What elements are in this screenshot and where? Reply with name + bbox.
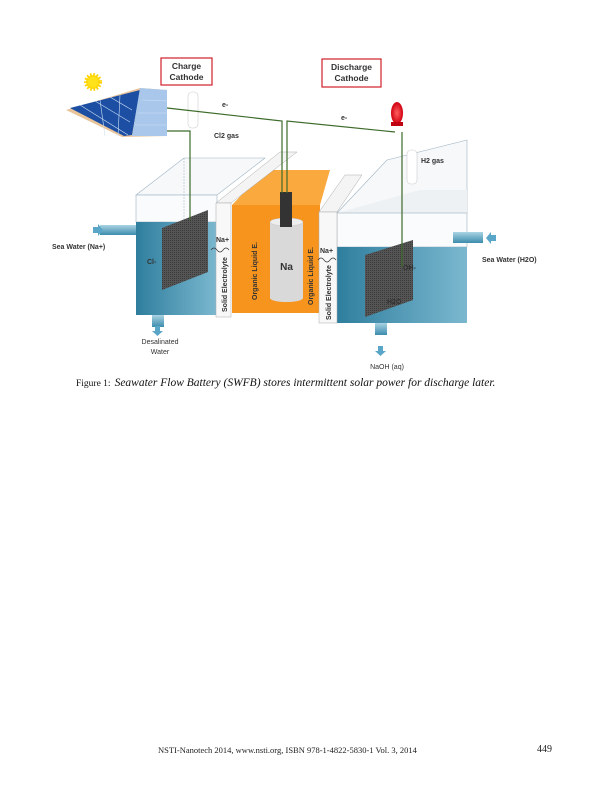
sea-water-in-right-label: Sea Water (H2O) <box>482 257 537 264</box>
organic-liquid-right-label: Organic Liquid E. <box>308 247 315 305</box>
solar-panel <box>66 73 168 137</box>
outlet-pipe-left <box>152 315 164 336</box>
h2-gas-label: H2 gas <box>421 158 444 165</box>
desalinated-water-label: Water <box>151 349 170 356</box>
charge-cathode-label: Charge Cathode <box>160 57 213 86</box>
charge-tank <box>135 91 266 315</box>
ion-flow-icon <box>210 247 230 253</box>
chloride-label: Cl- <box>147 259 157 266</box>
organic-liquid-left-label: Organic Liquid E. <box>252 242 259 300</box>
solid-electrolyte-left <box>215 202 232 318</box>
ion-flow-icon <box>317 257 337 263</box>
arrow-left-icon <box>486 232 496 244</box>
led-icon <box>391 102 403 126</box>
page-number: 449 <box>537 744 552 755</box>
naoh-label: NaOH (aq) <box>370 364 404 371</box>
na-ion-right-label: Na+ <box>320 248 333 255</box>
electron-label: e- <box>222 102 229 109</box>
circuit-wires <box>166 107 403 267</box>
svg-text:Charge: Charge <box>172 61 202 71</box>
discharge-electrode <box>365 240 413 317</box>
page-footer: NSTI-Nanotech 2014, www.nsti.org, ISBN 9… <box>158 745 417 755</box>
desalinated-water-label: Desalinated <box>142 339 179 346</box>
svg-text:Cathode: Cathode <box>170 72 204 82</box>
arrow-right-icon <box>93 224 103 236</box>
na-ion-left-label: Na+ <box>216 237 229 244</box>
svg-text:Discharge: Discharge <box>331 62 372 72</box>
seawater-flow-battery-diagram: Charge Cathode Discharge Cathode <box>52 57 537 371</box>
svg-text:Cathode: Cathode <box>335 73 369 83</box>
outlet-pipe-right <box>375 323 387 356</box>
anode-compartment <box>215 151 363 324</box>
h2-gas-vent <box>406 149 418 185</box>
figure-caption: Figure 1:Seawater Flow Battery (SWFB) st… <box>76 377 495 389</box>
solid-electrolyte-left-label: Solid Electrolyte <box>222 257 229 312</box>
sun-icon <box>84 73 102 91</box>
sea-water-in-left-label: Sea Water (Na+) <box>52 244 105 251</box>
caption-text: Seawater Flow Battery (SWFB) stores inte… <box>114 377 496 389</box>
arrow-down-icon <box>152 326 163 336</box>
arrow-down-icon <box>375 346 386 356</box>
cl2-gas-label: Cl2 gas <box>214 133 239 140</box>
inlet-pipe-left <box>93 224 136 236</box>
hydroxide-label: OH- <box>403 265 417 272</box>
electron-label: e- <box>341 115 348 122</box>
inlet-pipe-right <box>453 232 496 244</box>
solid-electrolyte-right <box>318 211 338 324</box>
anode-rod <box>280 192 292 227</box>
solid-electrolyte-right-label: Solid Electrolyte <box>326 265 333 320</box>
discharge-cathode-label: Discharge Cathode <box>321 58 382 88</box>
sodium-label: Na <box>280 262 293 273</box>
figure-label: Figure 1: <box>76 379 111 389</box>
sodium-anode <box>270 222 303 298</box>
charge-electrode <box>162 210 208 290</box>
water-label: H2O <box>387 299 402 306</box>
